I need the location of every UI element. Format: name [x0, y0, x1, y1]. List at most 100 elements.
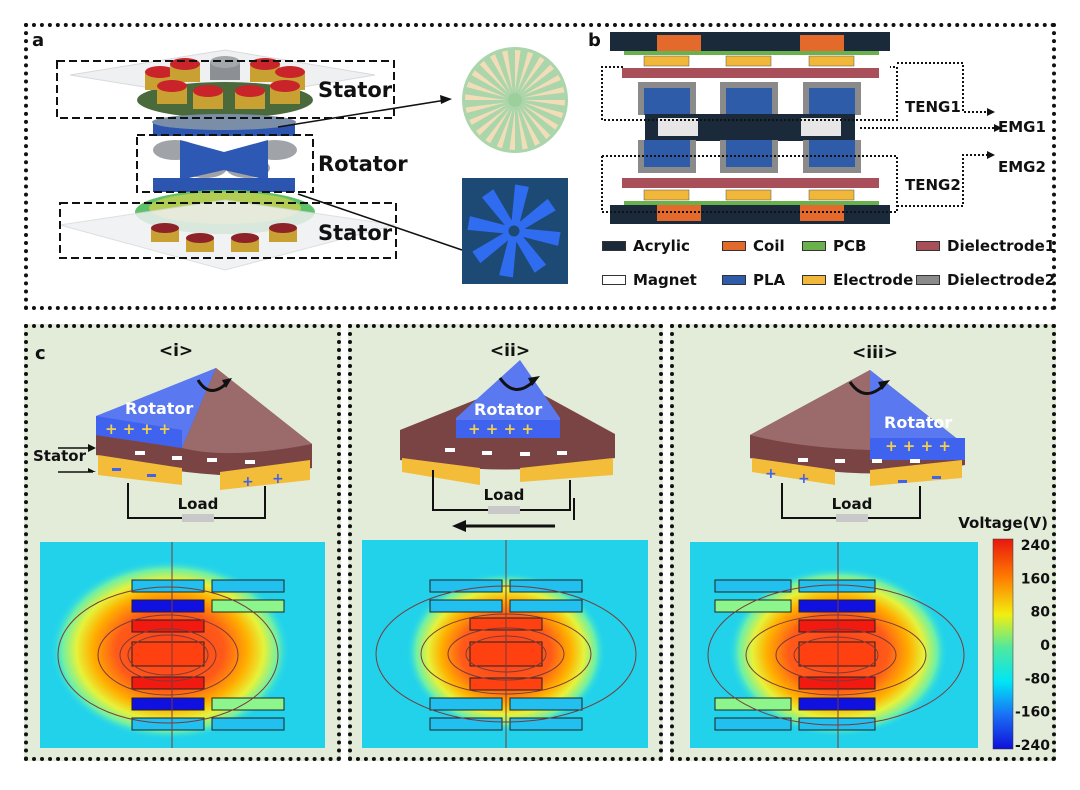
- electrode-spoke: [522, 104, 559, 130]
- arrow-to-electrode-disc: [277, 99, 447, 128]
- emg1-label: EMG1: [998, 118, 1046, 136]
- colorbar-tick-label: 160: [1021, 571, 1050, 587]
- stage-1-rotator-label: Rotator: [125, 399, 193, 418]
- colorbar-gradient: [992, 538, 1014, 750]
- electrode-spoke: [471, 70, 508, 96]
- stage-3-electrode-charges: ++: [765, 466, 941, 487]
- electrode-spoke: [524, 100, 565, 106]
- legend-item-dielectrode2: Dielectrode2: [916, 271, 1055, 289]
- teng2-label: TENG2: [905, 176, 961, 194]
- electrode-spoke: [465, 102, 507, 113]
- legend-item-dielectrode1: Dielectrode1: [916, 237, 1055, 255]
- stage-1-field-simulation: [40, 542, 325, 748]
- electrode-spoke: [523, 102, 564, 119]
- stage-3-rotator-charges: + + + +: [885, 437, 951, 455]
- svg-text:+: +: [798, 471, 810, 487]
- emg2-label: EMG2: [998, 158, 1046, 176]
- panel-a-illustration: Stator Rotator Stator: [56, 47, 568, 284]
- stage-3-dielectric-charges: [798, 458, 920, 463]
- electrode-spoke: [469, 104, 508, 125]
- electrode-spoke: [509, 109, 515, 150]
- electrode-spoke: [519, 56, 545, 93]
- teng2-box: [601, 155, 898, 213]
- acrylic-top: [610, 32, 890, 51]
- electrode-spoke: [515, 50, 521, 91]
- legend-swatch: [722, 241, 746, 251]
- electrode-spoke: [517, 108, 528, 150]
- electrode-spoke: [522, 75, 561, 96]
- stage-1-schematic: <i> Rotator + + + + ++ Stator Load: [33, 341, 312, 522]
- colorbar-tick-label: 80: [1031, 605, 1051, 621]
- coil-top-right: [800, 35, 844, 51]
- electrode-spoke: [465, 94, 506, 100]
- electrode-disc-inset: [462, 47, 568, 153]
- rotator-photo-inset: [462, 178, 568, 284]
- stage-3-load-resistor: [836, 514, 868, 522]
- legend-swatch: [722, 275, 746, 285]
- svg-text:+: +: [765, 466, 777, 482]
- electrode-spoke: [475, 106, 509, 136]
- legend-swatch: [602, 275, 626, 285]
- panel-b-schematic: TENG1 TENG2 EMG1 EMG2: [601, 32, 1046, 224]
- teng1-label: TENG1: [905, 98, 961, 116]
- pcb-top: [624, 51, 879, 55]
- stage-1-rotator-charges: + + + +: [105, 420, 171, 438]
- current-arrow-icon: [452, 520, 466, 532]
- legend-item-magnet: Magnet: [602, 271, 697, 289]
- rotator-box: [136, 134, 314, 193]
- stage-1-dielectric-charges: [135, 451, 255, 464]
- teng1-connector: [897, 62, 988, 113]
- stage-3-title: <iii>: [852, 343, 898, 363]
- rotator-blade: [511, 184, 529, 224]
- stage-2-dielectric-charges: [445, 448, 567, 456]
- panel-a-label: a: [32, 30, 45, 51]
- bottom-coils: [151, 223, 297, 252]
- bottom-acrylic-plate: [59, 199, 396, 271]
- stage-2-rotator-label: Rotator: [474, 400, 542, 419]
- coil-top-left: [657, 35, 701, 51]
- colorbar-tick-label: 240: [1021, 538, 1050, 554]
- stage-3-rotator-label: Rotator: [884, 413, 952, 432]
- colorbar-tick-label: -240: [1015, 738, 1050, 754]
- top-coils: [145, 56, 305, 109]
- panel-c-illustrations: <i> Rotator + + + + ++ Stator Load: [33, 341, 1050, 754]
- stage-3-schematic: <iii> Rotator + + + + ++ Load: [750, 343, 965, 522]
- rotator-blade: [472, 232, 510, 264]
- stage-3-load-label: Load: [832, 495, 873, 513]
- legend-item-pla: PLA: [722, 271, 785, 289]
- rotator-blade: [467, 216, 507, 234]
- arrow-to-rotator-photo: [297, 193, 463, 251]
- stator-bottom-label: Stator: [318, 221, 393, 245]
- electrode-spoke: [521, 64, 555, 94]
- electrode-spoke: [521, 106, 551, 140]
- legend-swatch: [802, 275, 826, 285]
- colorbar-tick-label: -80: [1025, 671, 1051, 687]
- svg-text:+: +: [242, 474, 254, 490]
- stage-1-title: <i>: [159, 341, 193, 361]
- teng1-box: [601, 66, 898, 121]
- rotator-blade: [499, 238, 517, 278]
- legend-item-pcb: PCB: [802, 237, 866, 255]
- magnet-left: [658, 118, 698, 136]
- colorbar-tick-label: -160: [1015, 705, 1050, 721]
- teng2-connector: [897, 154, 988, 207]
- colorbar-tick-label: 0: [1040, 638, 1050, 654]
- electrode-spoke: [466, 81, 507, 98]
- stage-1-load-label: Load: [178, 495, 219, 513]
- stator-bottom-box: [59, 202, 397, 259]
- material-legend: Acrylic Coil PCB Dielectrode1 Magnet PLA…: [600, 237, 1060, 297]
- legend-item-electrode: Electrode: [802, 271, 913, 289]
- legend-item-acrylic: Acrylic: [602, 237, 690, 255]
- dielectrode1-bottom: [622, 178, 879, 188]
- legend-swatch: [802, 241, 826, 251]
- panel-c-label: c: [35, 343, 46, 364]
- electrode-spoke: [479, 60, 509, 94]
- electrode-spoke: [517, 51, 534, 92]
- rotator-blade: [481, 189, 513, 227]
- stage-2-rotator-charges: + + + +: [468, 420, 534, 438]
- stator-top-box: [56, 60, 395, 119]
- legend-swatch: [916, 241, 940, 251]
- stage-2-schematic: <ii> Rotator + + + + Load: [400, 341, 615, 532]
- rotator-blade: [515, 235, 547, 273]
